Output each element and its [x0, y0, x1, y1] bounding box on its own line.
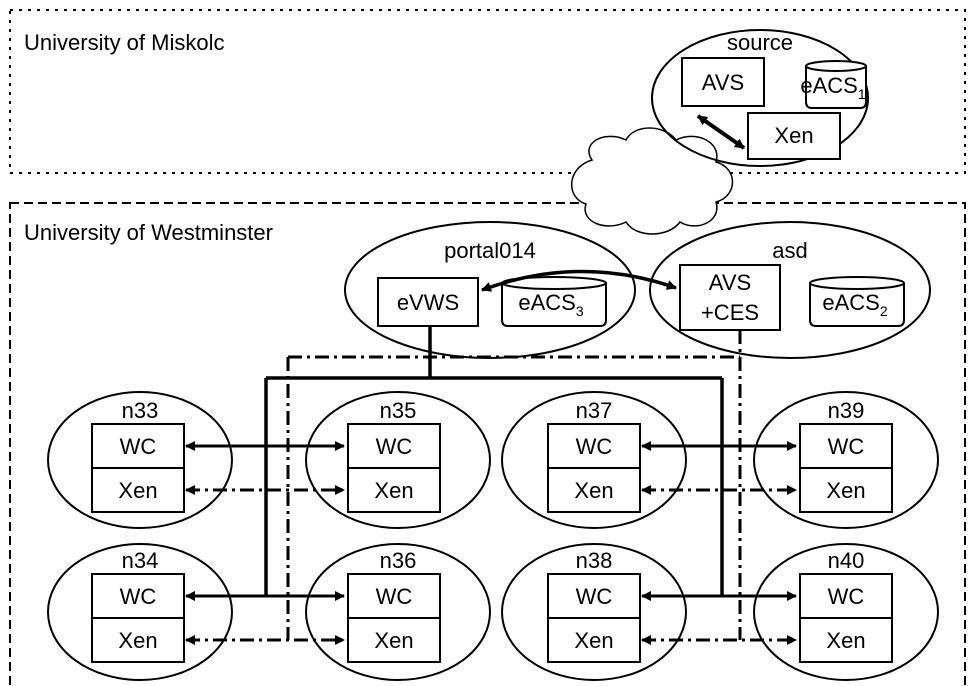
node-n37: n37 WC Xen [501, 391, 687, 529]
n40-wc-box [799, 573, 893, 619]
n36-xen-label: Xen [374, 628, 413, 653]
node-n33-label: n33 [122, 398, 159, 423]
n33-xen-label: Xen [118, 478, 157, 503]
portal-evws-box [377, 277, 479, 327]
source-avs-box [681, 57, 765, 107]
n37-wc-label: WC [576, 434, 613, 459]
node-n36: n36 WC Xen [305, 543, 491, 681]
n38-xen-label: Xen [574, 628, 613, 653]
host-portal014-label: portal014 [444, 238, 536, 263]
n34-wc-box [91, 573, 185, 619]
source-eacs-label: eACS1 [800, 73, 865, 102]
node-n35: n35 WC Xen [305, 391, 491, 529]
n37-xen-box [547, 467, 641, 513]
evws-asd-arrow [481, 269, 677, 292]
n33-xen-box [91, 467, 185, 513]
node-n39-label: n39 [828, 398, 865, 423]
n40-wc-label: WC [828, 584, 865, 609]
n37-wc-box [547, 423, 641, 469]
asd-avs-label-1: AVS [709, 270, 751, 295]
n36-wc-box [347, 573, 441, 619]
cloud-icon [570, 127, 734, 235]
n34-wc-label: WC [120, 584, 157, 609]
n40-xen-label: Xen [826, 628, 865, 653]
source-eacs-storage [805, 60, 867, 109]
n33-wc-box [91, 423, 185, 469]
n37-xen-label: Xen [574, 478, 613, 503]
asd-avs-label-2: +CES [701, 300, 759, 325]
asd-eacs-storage [809, 276, 905, 327]
n35-wc-label: WC [376, 434, 413, 459]
source-avs-label: AVS [702, 70, 744, 95]
n35-xen-label: Xen [374, 478, 413, 503]
asd-avs-box [679, 264, 781, 331]
n38-wc-label: WC [576, 584, 613, 609]
evws-control-bus [264, 326, 724, 596]
portal-eacs-label: eACS3 [518, 290, 583, 319]
n35-wc-box [347, 423, 441, 469]
region-westminster-label: University of Westminster [24, 220, 273, 245]
n38-wc-box [547, 573, 641, 619]
asd-eacs-label: eACS2 [822, 290, 887, 319]
region-miskolc-label: University of Miskolc [24, 30, 224, 55]
asd-storage-bus [286, 330, 742, 640]
host-source [651, 29, 869, 167]
region-miskolc [9, 9, 966, 174]
n34-xen-box [91, 617, 185, 663]
n38-xen-box [547, 617, 641, 663]
n39-wc-label: WC [828, 434, 865, 459]
n34-xen-label: Xen [118, 628, 157, 653]
node-n39: n39 WC Xen [753, 391, 939, 529]
n35-xen-box [347, 467, 441, 513]
node-n35-label: n35 [380, 398, 417, 423]
node-n36-label: n36 [380, 548, 417, 573]
node-n37-label: n37 [576, 398, 613, 423]
node-n34: n34 WC Xen [47, 543, 233, 681]
n39-xen-box [799, 467, 893, 513]
node-n38: n38 WC Xen [501, 543, 687, 681]
n33-wc-label: WC [120, 434, 157, 459]
region-westminster [9, 202, 966, 686]
portal-evws-label: eVWS [397, 290, 459, 315]
host-asd-label: asd [772, 238, 807, 263]
n39-xen-label: Xen [826, 478, 865, 503]
node-n40: n40 WC Xen [753, 543, 939, 681]
source-xen-box [747, 112, 841, 160]
host-source-label: source [727, 30, 793, 55]
node-n33: n33 WC Xen [47, 391, 233, 529]
node-n38-label: n38 [576, 548, 613, 573]
node-n40-label: n40 [828, 548, 865, 573]
source-avs-xen-arrow [696, 114, 746, 150]
node-n34-label: n34 [122, 548, 159, 573]
source-xen-label: Xen [774, 123, 813, 148]
n36-wc-label: WC [376, 584, 413, 609]
n40-xen-box [799, 617, 893, 663]
n36-xen-box [347, 617, 441, 663]
